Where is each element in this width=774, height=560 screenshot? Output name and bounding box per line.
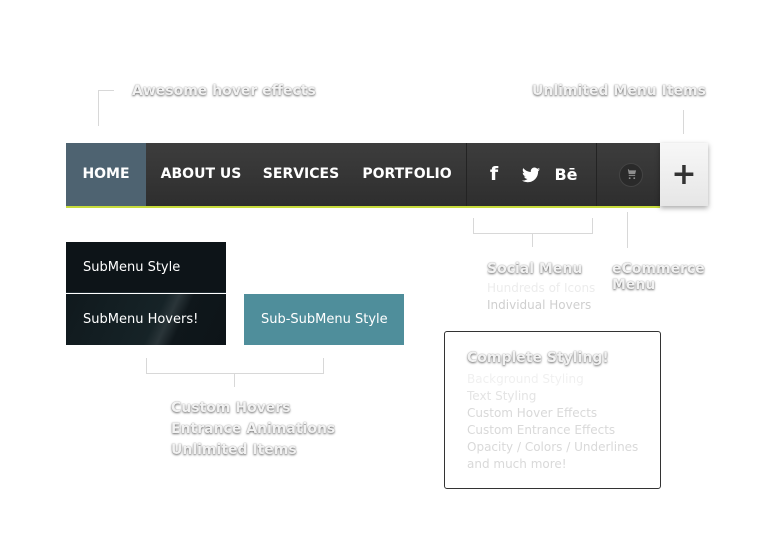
- callout-line: [146, 373, 324, 374]
- callout-line: [98, 90, 99, 126]
- submenu-item[interactable]: SubMenu Hovers!: [66, 294, 226, 345]
- callout-social-title: Social Menu: [487, 261, 583, 277]
- sub-submenu-item[interactable]: Sub-SubMenu Style: [244, 294, 404, 345]
- callout-ecommerce-line2: Menu: [612, 277, 656, 293]
- callout-line: [473, 233, 593, 234]
- styling-line: Text Styling: [467, 389, 537, 403]
- callout-social-line1: Hundreds of Icons: [487, 281, 596, 295]
- callout-line: [98, 90, 114, 91]
- nav-about-us[interactable]: ABOUT US: [160, 166, 242, 182]
- menu-divider: [596, 143, 597, 206]
- callout-line: [234, 373, 235, 387]
- submenu-item[interactable]: SubMenu Style: [66, 242, 226, 293]
- shopping-cart-icon[interactable]: [619, 163, 643, 187]
- styling-line: Opacity / Colors / Underlines: [467, 440, 639, 454]
- styling-title: Complete Styling!: [467, 350, 609, 366]
- callout-line: [473, 218, 474, 234]
- callout-custom-line1: Custom Hovers: [171, 400, 291, 416]
- nav-portfolio[interactable]: PORTFOLIO: [362, 166, 452, 182]
- callout-line: [627, 212, 628, 248]
- callout-line: [592, 218, 593, 234]
- callout-line: [146, 358, 147, 374]
- behance-icon[interactable]: Bē: [554, 165, 578, 184]
- callout-line: [532, 233, 533, 247]
- callout-line: [683, 110, 684, 134]
- styling-line: Background Styling: [467, 372, 584, 386]
- menu-bar: HOME ABOUT US SERVICES PORTFOLIO f Bē: [66, 143, 660, 208]
- menu-divider: [466, 143, 467, 206]
- twitter-icon[interactable]: [518, 143, 544, 206]
- callout-ecommerce-line1: eCommerce: [612, 261, 705, 277]
- facebook-icon[interactable]: f: [489, 163, 499, 185]
- styling-line: Custom Hover Effects: [467, 406, 598, 420]
- callout-social-line2: Individual Hovers: [487, 298, 592, 312]
- callout-menu-items: Unlimited Menu Items: [532, 83, 706, 99]
- styling-line: and much more!: [467, 457, 567, 471]
- callout-custom-line2: Entrance Animations: [171, 421, 336, 437]
- nav-home[interactable]: HOME: [66, 143, 146, 206]
- styling-box: [444, 331, 661, 489]
- callout-custom-line3: Unlimited Items: [171, 442, 297, 458]
- callout-hover-effects: Awesome hover effects: [132, 83, 316, 99]
- plus-button[interactable]: +: [660, 143, 708, 206]
- styling-line: Custom Entrance Effects: [467, 423, 616, 437]
- nav-services[interactable]: SERVICES: [262, 166, 340, 182]
- callout-line: [323, 358, 324, 374]
